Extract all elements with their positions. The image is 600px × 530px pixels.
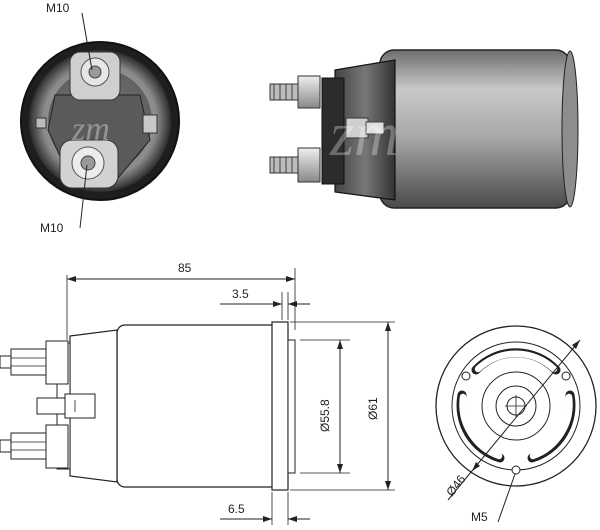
flange-offset-label: 3.5 xyxy=(232,287,249,301)
top-thread-leader xyxy=(81,12,93,71)
dimension-overall-length: 85 xyxy=(66,261,296,340)
dimension-flange-offset: 3.5 xyxy=(220,287,310,320)
svg-text:zm: zm xyxy=(329,101,399,169)
mount-screw-label: M5 xyxy=(471,510,488,524)
photo-end-bottom-thread-label: M10 xyxy=(40,221,64,235)
dimension-mount-screw: M5 xyxy=(471,473,516,524)
side-view-bottom-stud xyxy=(269,147,321,183)
overall-length-label: 85 xyxy=(178,261,192,275)
svg-text:zm: zm xyxy=(71,111,110,148)
drawing-front-view xyxy=(435,325,597,487)
body-outer-diameter-label: Ø61 xyxy=(366,397,380,420)
photo-end-view: zm xyxy=(20,41,180,201)
side-view-top-stud xyxy=(269,75,321,109)
photo-side-view: zm xyxy=(269,49,579,209)
dimension-body-outer-diameter: Ø61 xyxy=(290,321,395,491)
drawing-top-stud xyxy=(0,340,69,385)
dimension-body-inner-diameter: Ø55.8 xyxy=(300,339,350,474)
body-inner-diameter-label: Ø55.8 xyxy=(318,399,332,432)
bolt-circle-label: Ø46 xyxy=(443,472,468,499)
drawing-side-view xyxy=(0,321,296,491)
end-view-top-terminal xyxy=(69,51,121,101)
bottom-thread-leader xyxy=(79,164,88,229)
dimension-flange-thickness: 6.5 xyxy=(220,492,310,525)
flange-thickness-label: 6.5 xyxy=(228,502,245,516)
drawing-bottom-stud xyxy=(0,424,69,469)
end-view-bottom-terminal xyxy=(59,139,119,189)
photo-end-top-thread-label: M10 xyxy=(46,1,70,15)
